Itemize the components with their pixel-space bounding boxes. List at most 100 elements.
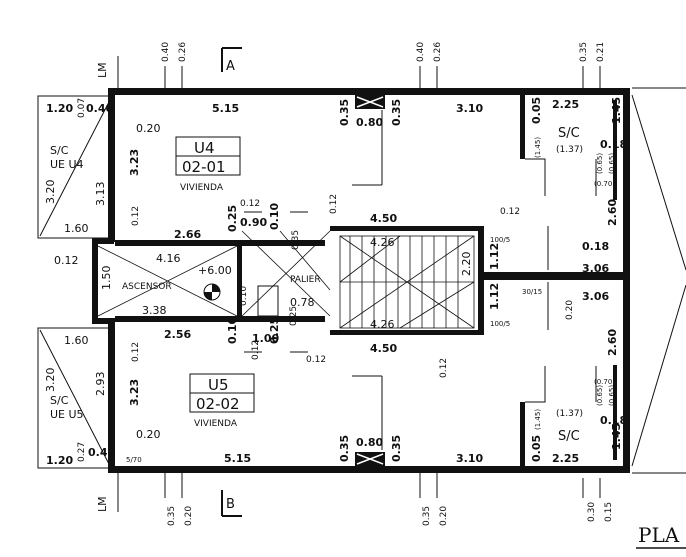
core-dim-q: 3.06 — [582, 290, 609, 303]
u4-dim-w11: 0.12 — [131, 206, 141, 226]
plan-title-partial: PLA — [638, 523, 680, 547]
u5-dim-w14: 0.35 — [390, 435, 403, 462]
dim-bottom-4: 0.20 — [439, 506, 449, 526]
u4-dim-w24: (0.65) — [608, 153, 616, 174]
u4-dim-w4: 0.35 — [390, 99, 403, 126]
lm-top-label: LM — [96, 62, 109, 78]
u4l-dim-b: 0.40 — [86, 102, 113, 115]
u4-dim-w21: (1.37) — [556, 145, 583, 155]
u4-dim-w25: (0.70) — [594, 180, 615, 188]
sc-ue-u4-line2: UE U4 — [50, 158, 84, 171]
u4-dim-w6: 0.05 — [530, 97, 543, 124]
u4-dim-w7: 2.25 — [552, 98, 579, 111]
u4-code: 02-01 — [182, 158, 226, 176]
u4-dim-w5: 3.10 — [456, 102, 483, 115]
u5l-dim-e: 0.27 — [77, 442, 87, 462]
u5l-dim-a: 1.60 — [64, 334, 89, 347]
u4-dim-w9: 0.20 — [136, 122, 161, 135]
u4l-dim-e: 3.13 — [94, 182, 107, 207]
core-dim-o: 30/15 — [522, 288, 542, 296]
u5l-dim-d: 1.20 — [46, 454, 73, 467]
u4l-dim-c: 0.07 — [77, 98, 87, 118]
lm-bottom-label: LM — [96, 496, 109, 512]
u5-dim-w16: 0.05 — [530, 435, 543, 462]
sc-u5-label: S/C — [558, 429, 580, 444]
dim-top-4: 0.26 — [433, 42, 443, 62]
u5-dim-w20: (1.37) — [556, 409, 583, 419]
u5-dim-w9: 3.23 — [128, 379, 141, 406]
core-dim-e: 0.10 — [239, 286, 249, 306]
u5-dim-w26: 5/70 — [126, 456, 142, 464]
core-dim-g: 0.78 — [290, 296, 315, 309]
u5l-dim-b: 3.20 — [44, 368, 57, 393]
u4-name: U4 — [194, 139, 215, 157]
u5-dim-w25: 2.60 — [606, 329, 619, 356]
dim-bottom-2: 0.20 — [184, 506, 194, 526]
core-dim-c: 4.16 — [156, 252, 181, 265]
core-dim-l: 1.12 — [488, 243, 501, 270]
u5-dim-w2: 0.10 — [226, 317, 239, 344]
u4-dim-w27: 0.18 — [582, 240, 609, 253]
u5-dim-w24: (0.70) — [594, 378, 615, 386]
u4l-dim-f: 1.60 — [64, 222, 89, 235]
dim-top-1: 0.40 — [161, 42, 171, 62]
u5-dim-w4: 0.12 — [251, 340, 261, 360]
u5l-dim-c: 2.93 — [94, 372, 107, 397]
sc-ue-u5-line1: S/C — [50, 394, 69, 407]
core-dim-i: 4.26 — [370, 236, 395, 249]
core-dim-f: 0.35 — [291, 230, 301, 250]
level-label: +6.00 — [198, 264, 232, 277]
u4-dim-w18: 4.50 — [370, 212, 397, 225]
u5-dim-w7: 4.50 — [370, 342, 397, 355]
u5-dim-w13: 0.80 — [356, 436, 383, 449]
u5-code: 02-02 — [196, 395, 240, 413]
u4-dim-w20: (1.45) — [534, 137, 542, 158]
core-dim-d: 3.38 — [142, 304, 167, 317]
core-dim-k: 2.20 — [460, 252, 473, 277]
u5-dim-w11: 5.15 — [224, 452, 251, 465]
stair — [339, 235, 475, 329]
dim-bottom-3: 0.35 — [422, 506, 432, 526]
u5-dim-w1: 2.56 — [164, 328, 191, 341]
u5l-dim-f: 0.40 — [88, 446, 115, 459]
u4-dim-w13: 0.25 — [226, 205, 239, 232]
core-dim-m: 100/5 — [490, 236, 510, 244]
u5-dim-w5: 0.25 — [268, 317, 281, 344]
u4-dim-w23: (0.65) — [596, 153, 604, 174]
u5-dim-w18: 1.45 — [610, 423, 623, 450]
section-a-label: A — [226, 59, 235, 74]
dim-bottom-1: 0.35 — [167, 506, 177, 526]
u4-dim-w26: 2.60 — [606, 199, 619, 226]
u5-dim-w23: (0.65) — [608, 385, 616, 406]
u5-dim-w19: (1.45) — [534, 409, 542, 430]
u5-type: VIVIENDA — [194, 419, 238, 429]
u5-dim-w3: 1.00 — [252, 332, 279, 345]
core-dim-j: 4.26 — [370, 318, 395, 331]
u4-dim-w15: 0.10 — [268, 203, 281, 230]
u4-dim-w17: 0.12 — [329, 194, 339, 214]
dim-bottom-5: 0.30 — [587, 502, 597, 522]
dim-top-6: 0.21 — [596, 42, 606, 62]
u5-dim-w15: 3.10 — [456, 452, 483, 465]
u4-dim-w3: 0.80 — [356, 116, 383, 129]
u4-dim-w2: 0.35 — [338, 99, 351, 126]
u5-dim-w8: 0.12 — [439, 358, 449, 378]
sc-ue-u4-line1: S/C — [50, 144, 69, 157]
dim-top-5: 0.35 — [579, 42, 589, 62]
ascensor-label: ASCENSOR — [122, 282, 172, 292]
core-dim-b: 1.50 — [100, 266, 113, 291]
dim-top-2: 0.26 — [178, 42, 188, 62]
u4-dim-w12: 2.66 — [174, 228, 201, 241]
section-b-label: B — [226, 497, 235, 512]
u4-dim-w10: 3.23 — [128, 149, 141, 176]
core-dim-r: 0.20 — [565, 300, 575, 320]
sc-ue-u5-line2: UE U5 — [50, 408, 84, 421]
top-marks — [117, 47, 601, 92]
dim-bottom-6: 0.15 — [604, 502, 614, 522]
u5-dim-w27: 0.12 — [131, 342, 141, 362]
u4-dim-w28: 3.06 — [582, 262, 609, 275]
core-dim-a: 0.12 — [54, 254, 79, 267]
u4-type: VIVIENDA — [180, 183, 224, 193]
u5-dim-w21: 0.18 — [600, 414, 627, 427]
